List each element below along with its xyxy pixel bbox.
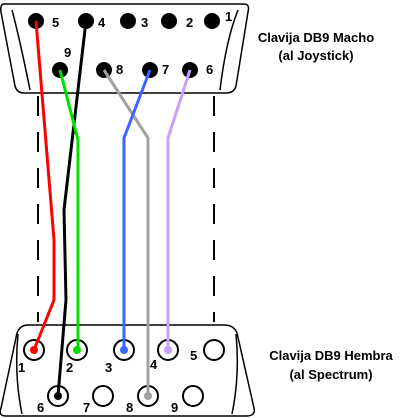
wire-7-to-3 <box>122 69 152 350</box>
female-pin-8-contact <box>144 392 152 400</box>
wire-5-to-1 <box>32 20 56 351</box>
female-pin-9-label: 9 <box>171 400 178 415</box>
female-pin-3-label: 3 <box>105 360 112 375</box>
female-connector-inner-left <box>15 333 23 415</box>
male-pin-1-label: 1 <box>225 9 232 24</box>
female-pin-9 <box>182 385 204 407</box>
wire-8-to-8 <box>102 69 150 396</box>
male-connector-label: Clavija DB9 Macho <box>258 30 374 45</box>
male-pin-3-label: 3 <box>141 15 148 30</box>
wire-ends <box>30 346 172 400</box>
female-pin-7 <box>92 385 114 407</box>
wire-9-to-2 <box>58 69 80 350</box>
female-connector-inner-right <box>231 333 239 415</box>
male-pin-9-label: 9 <box>64 45 71 60</box>
female-pin-3-contact <box>120 346 128 354</box>
female-pin-1-label: 1 <box>18 360 25 375</box>
female-pin-5 <box>203 339 225 361</box>
male-pin-7-label: 7 <box>162 62 169 77</box>
female-connector-sublabel: (al Spectrum) <box>289 367 372 382</box>
male-pin-5-label: 5 <box>52 15 59 30</box>
female-pin-6-label: 6 <box>37 400 44 415</box>
female-pin-2-label: 2 <box>66 360 73 375</box>
male-connector-inner-right <box>219 9 239 91</box>
male-pin-4-label: 4 <box>98 15 106 30</box>
wires <box>32 20 192 397</box>
cable-body <box>37 96 215 322</box>
male-connector-inner-left <box>11 9 31 91</box>
male-pin-3 <box>120 13 136 29</box>
male-pin-6-label: 6 <box>206 62 213 77</box>
male-pin-1 <box>204 13 220 29</box>
wire-4-to-6 <box>56 20 88 397</box>
female-connector-label: Clavija DB9 Hembra <box>269 348 393 363</box>
wire-6-to-4 <box>166 69 192 350</box>
male-pin-2-label: 2 <box>186 15 193 30</box>
female-pin-4-contact <box>164 346 172 354</box>
female-pin-2-contact <box>73 346 81 354</box>
female-pin-1-contact <box>30 346 38 354</box>
male-connector-sublabel: (al Joystick) <box>278 48 353 63</box>
male-pin-2 <box>161 13 177 29</box>
female-pin-8-label: 8 <box>126 400 133 415</box>
female-pin-4-label: 4 <box>150 357 158 372</box>
female-pin-7-label: 7 <box>83 400 90 415</box>
female-pin-5-label: 5 <box>190 348 197 363</box>
male-connector: 5 4 3 2 1 9 8 7 6 <box>0 3 250 94</box>
female-pin-6-contact <box>54 392 62 400</box>
male-pin-8-label: 8 <box>116 62 123 77</box>
